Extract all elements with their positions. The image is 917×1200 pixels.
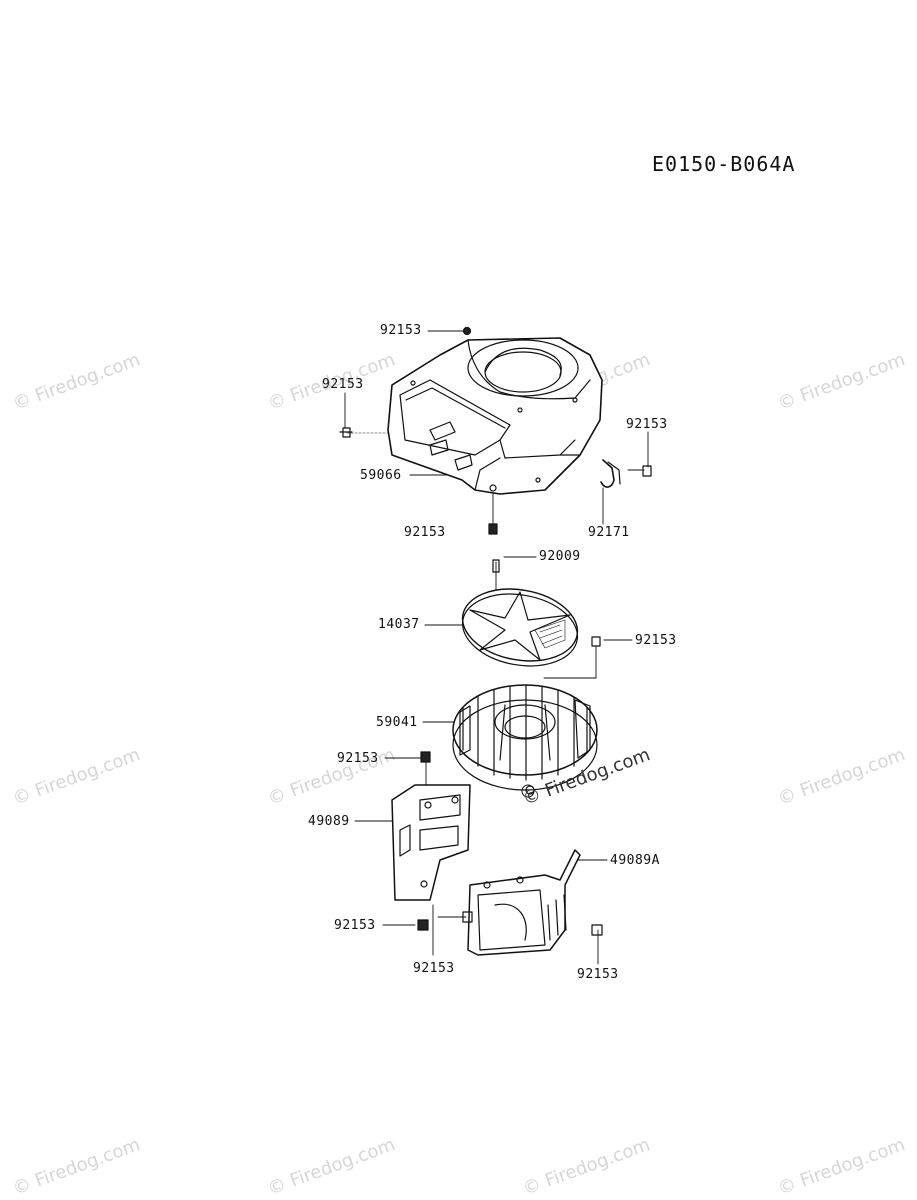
link-92171 (600, 459, 615, 488)
callout-49089: 49089 (308, 814, 350, 829)
callout-92153-screen: 92153 (635, 633, 677, 648)
bolt-icon (591, 636, 601, 647)
callout-92153-top: 92153 (380, 323, 422, 338)
callout-49089A: 49089A (610, 853, 660, 868)
bolt-icon (339, 326, 652, 535)
flywheel-59041 (452, 684, 598, 795)
callout-92153-baffle-center: 92153 (413, 961, 455, 976)
baffle-49089A (462, 849, 603, 956)
callout-92153-right: 92153 (626, 417, 668, 432)
callout-92153-baffle-right: 92153 (577, 967, 619, 982)
callout-92171: 92171 (588, 525, 630, 540)
screen-14037 (461, 559, 579, 667)
baffle-49089 (391, 751, 471, 931)
callout-14037: 14037 (378, 617, 420, 632)
callout-92153-left: 92153 (322, 377, 364, 392)
callout-92153-baffle-top: 92153 (337, 751, 379, 766)
callout-92153-baffle-left: 92153 (334, 918, 376, 933)
diagram-code: E0150-B064A (652, 152, 796, 176)
callout-92153-bottom: 92153 (404, 525, 446, 540)
shroud-59066 (387, 337, 603, 495)
callout-59066: 59066 (360, 468, 402, 483)
callout-59041: 59041 (376, 715, 418, 730)
callout-92009: 92009 (539, 549, 581, 564)
